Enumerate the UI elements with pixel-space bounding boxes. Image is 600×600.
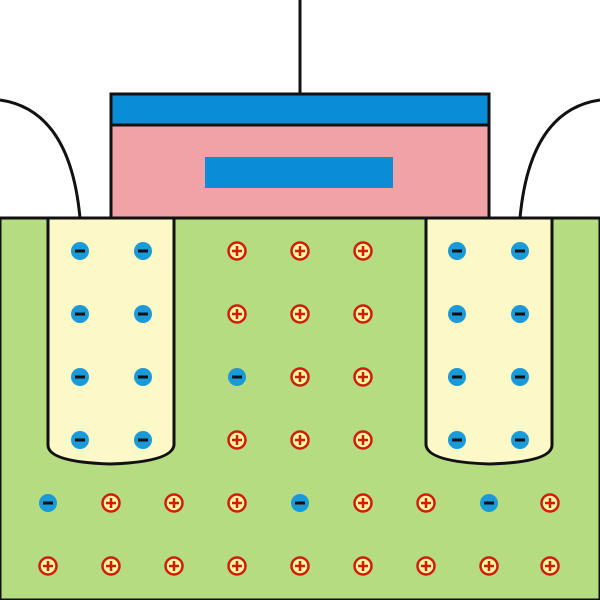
charges-layer (38, 241, 560, 576)
positive-charge (353, 304, 373, 324)
negative-charge (511, 305, 529, 323)
left-well (46, 216, 176, 466)
positive-charge (164, 493, 184, 513)
positive-charge (353, 367, 373, 387)
negative-charge (39, 494, 57, 512)
negative-charge (511, 368, 529, 386)
positive-charge (164, 556, 184, 576)
negative-charge (448, 431, 466, 449)
positive-charge (227, 430, 247, 450)
negative-charge (511, 431, 529, 449)
left-wire (0, 98, 82, 219)
positive-charge (227, 556, 247, 576)
positive-charge (540, 493, 560, 513)
positive-charge (353, 430, 373, 450)
positive-charge (227, 493, 247, 513)
negative-charge (134, 242, 152, 260)
positive-charge (353, 556, 373, 576)
gate-metal-layer (109, 92, 491, 127)
negative-charge (71, 305, 89, 323)
right-wire (518, 98, 600, 219)
positive-charge (416, 493, 436, 513)
positive-charge (38, 556, 58, 576)
negative-charge (448, 242, 466, 260)
negative-charge (71, 431, 89, 449)
embedded-metal-strip (205, 157, 393, 188)
right-well (424, 216, 554, 466)
positive-charge (416, 556, 436, 576)
positive-charge (479, 556, 499, 576)
negative-charge (134, 431, 152, 449)
positive-charge (540, 556, 560, 576)
positive-charge (290, 430, 310, 450)
positive-charge (353, 241, 373, 261)
negative-charge (71, 242, 89, 260)
positive-charge (101, 556, 121, 576)
negative-charge (448, 368, 466, 386)
positive-charge (290, 304, 310, 324)
positive-charge (290, 556, 310, 576)
negative-charge (480, 494, 498, 512)
negative-charge (448, 305, 466, 323)
positive-charge (227, 241, 247, 261)
negative-charge (228, 368, 246, 386)
negative-charge (134, 368, 152, 386)
positive-charge (101, 493, 121, 513)
negative-charge (71, 368, 89, 386)
negative-charge (511, 242, 529, 260)
positive-charge (290, 241, 310, 261)
positive-charge (353, 493, 373, 513)
positive-charge (290, 367, 310, 387)
positive-charge (227, 304, 247, 324)
negative-charge (134, 305, 152, 323)
negative-charge (291, 494, 309, 512)
